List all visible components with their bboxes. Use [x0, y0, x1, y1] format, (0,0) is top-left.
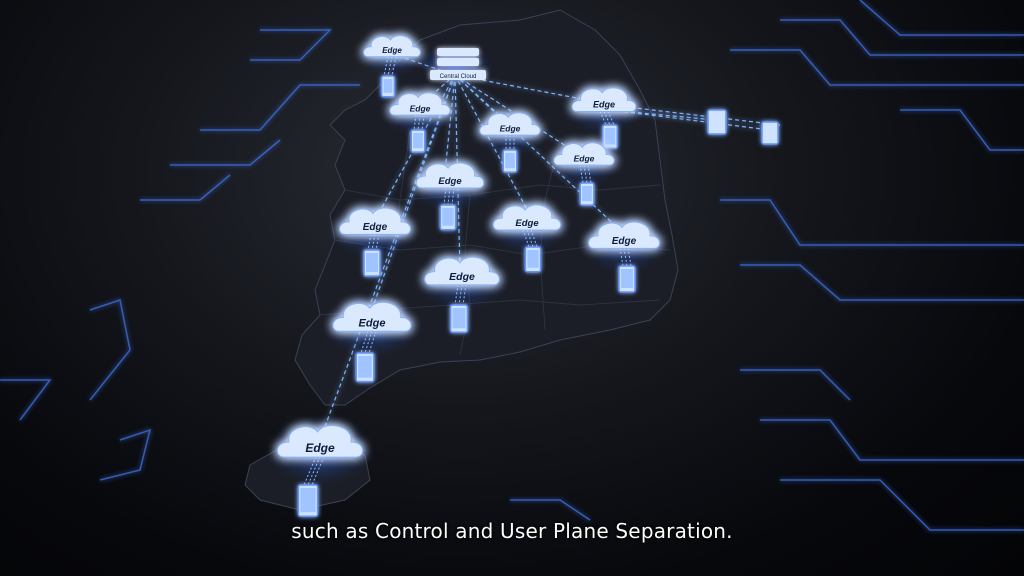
edge-label: Edge [612, 236, 637, 247]
data-stream [522, 229, 538, 248]
edge-label: Edge [305, 441, 335, 455]
edge-node: Edge [546, 136, 622, 206]
edge-node: Edge [323, 293, 421, 383]
data-stream [505, 134, 515, 150]
central-cloud-label: Central Cloud [440, 74, 477, 80]
phone-screen [582, 186, 592, 202]
edge-node: Edge [356, 30, 428, 98]
cloud-icon [332, 301, 412, 332]
phone-screen [505, 153, 515, 169]
cloud-icon [571, 87, 637, 113]
data-stream [383, 56, 397, 77]
data-stream [367, 233, 380, 251]
edge-node: Edge [382, 86, 458, 153]
edge-label: Edge [593, 100, 615, 110]
cloud-icon [339, 207, 411, 235]
edge-node: Edge [580, 214, 668, 293]
phone-icon [707, 109, 727, 135]
edge-label: Edge [574, 153, 595, 163]
edge-label: Edge [515, 218, 539, 229]
data-stream [619, 247, 632, 267]
data-stream [454, 284, 467, 306]
cloud-icon [389, 92, 451, 116]
edge-label: Edge [438, 176, 462, 187]
data-stream [599, 111, 615, 126]
phone-screen [366, 253, 378, 272]
edge-node: Edge [485, 197, 569, 273]
central-cloud-server: Central Cloud [420, 43, 492, 87]
cloud-icon [492, 204, 562, 231]
cloud-icon [415, 162, 485, 189]
edge-node: Edge [331, 200, 419, 277]
cloud-icon [276, 424, 364, 458]
cloud-icon [363, 35, 421, 58]
cloud-icon [424, 256, 500, 286]
data-stream [303, 456, 325, 486]
cloud-icon [553, 142, 615, 166]
phone-screen [358, 356, 372, 378]
data-stream [413, 114, 425, 131]
cloud-icon [588, 221, 660, 249]
video-subtitle: such as Control and User Plane Separatio… [291, 519, 733, 543]
edge-node: Edge [564, 81, 644, 150]
data-stream [579, 164, 592, 184]
edge-label: Edge [382, 46, 402, 55]
edge-label: Edge [449, 271, 475, 283]
edge-node: Edge [472, 106, 548, 173]
edge-label: Edge [410, 103, 431, 113]
data-stream [443, 187, 455, 206]
phone-screen [442, 208, 454, 226]
phone-screen [452, 308, 466, 329]
phone-screen [604, 128, 616, 145]
edge-node: Edge [408, 155, 492, 231]
phone-screen [621, 269, 633, 288]
circuit-lines-decoration [0, 0, 1024, 531]
phone-screen [527, 250, 539, 268]
edge-label: Edge [359, 317, 386, 329]
edge-label: Edge [500, 123, 521, 133]
cloud-icon [479, 112, 541, 136]
phone-screen [383, 79, 393, 93]
edge-node: Edge [415, 248, 509, 334]
phone-screen [300, 488, 316, 513]
remote-devices [707, 109, 779, 145]
edge-label: Edge [363, 222, 388, 233]
phone-icon [761, 121, 779, 145]
phone-screen [413, 133, 423, 149]
edge-nodes: EdgeEdgeEdgeEdgeEdgeEdgeEdgeEdgeEdgeEdge… [267, 30, 668, 517]
edge-node: Edge [267, 415, 373, 517]
